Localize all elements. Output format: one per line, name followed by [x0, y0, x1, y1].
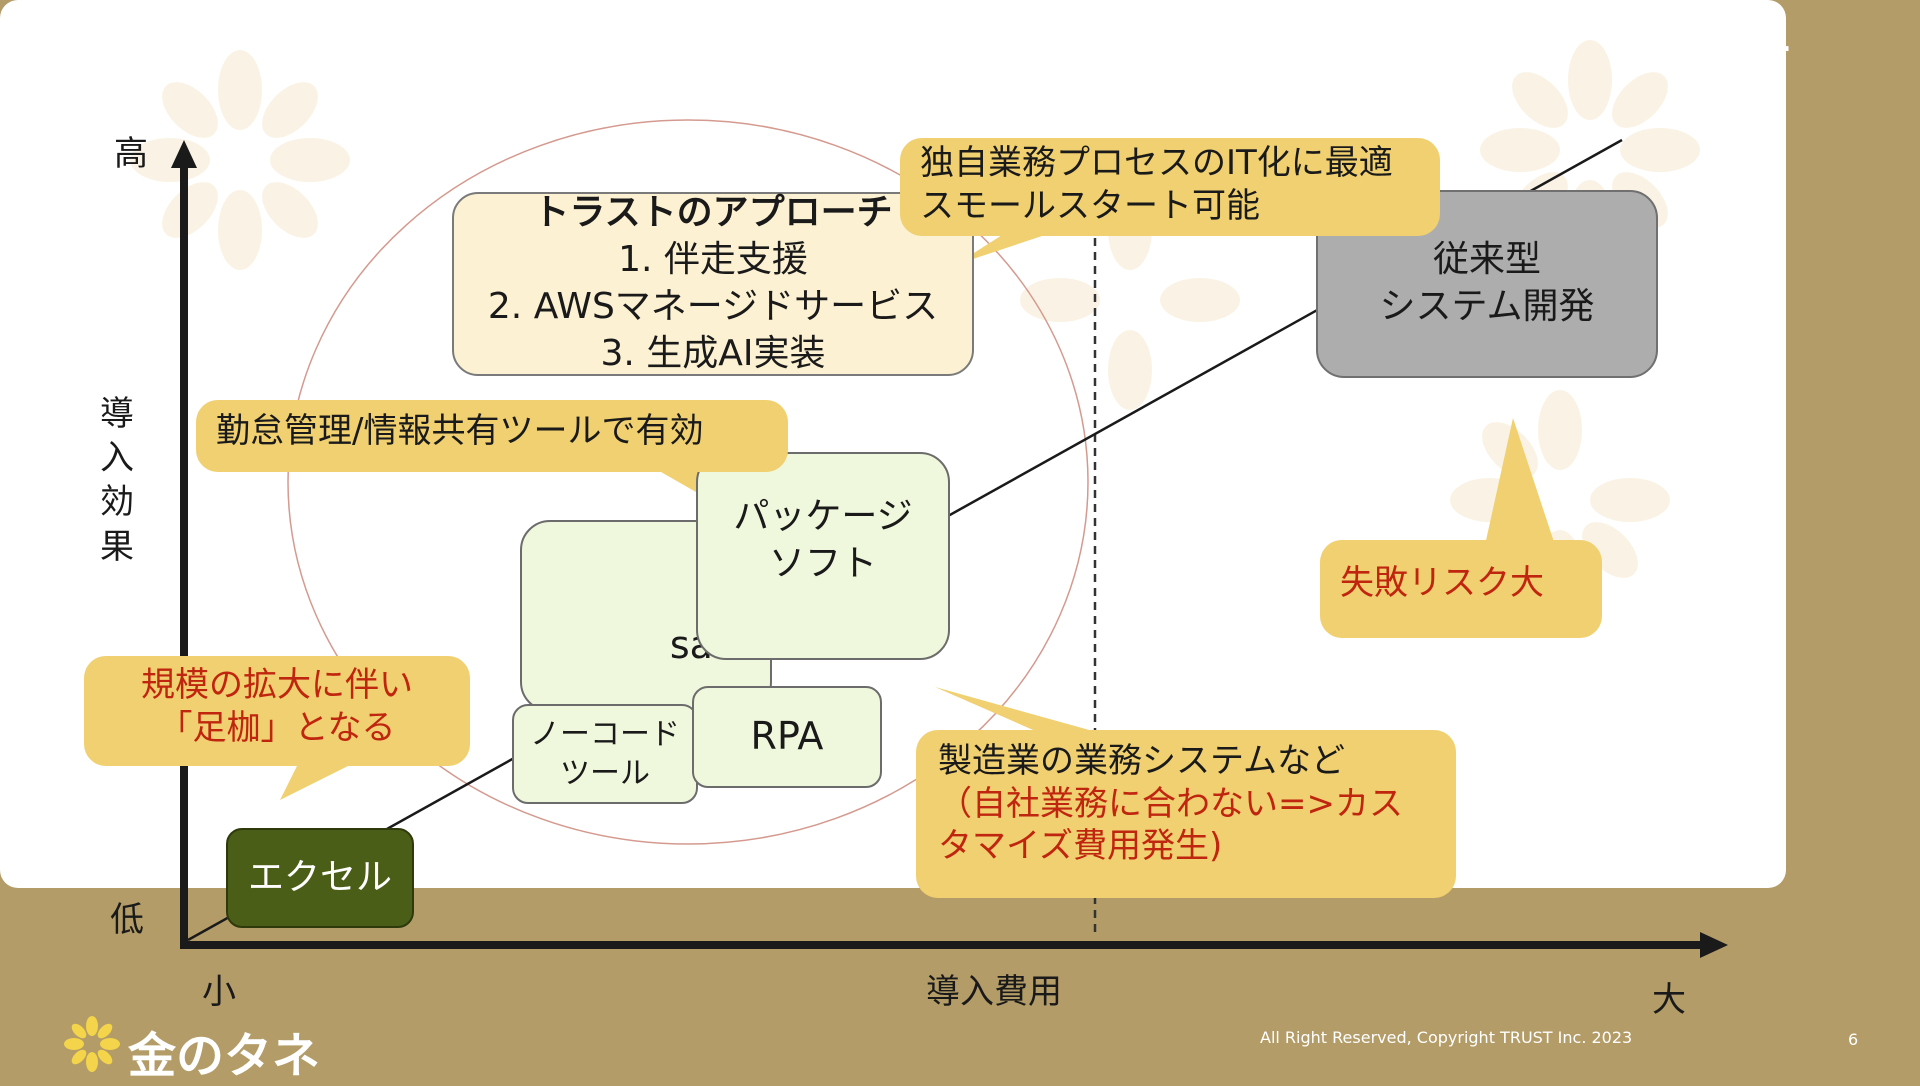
callout-scale-line2: 「足枷」となる — [158, 707, 396, 748]
callout-risk-text: 失敗リスク大 — [1340, 563, 1544, 603]
callout-business-line1: 独自業務プロセスのIT化に最適 — [920, 143, 1393, 183]
legacy-label-line1: 従来型 — [1432, 239, 1541, 281]
rpa-label: RPA — [750, 714, 824, 759]
callout-business-line2: スモールスタート可能 — [920, 185, 1260, 226]
legacy-label-line2: システム開発 — [1379, 286, 1595, 327]
callout-scale-pointer — [280, 760, 360, 800]
callout-manufacturing-line1: 製造業の業務システムなど — [938, 741, 1345, 781]
callout-manufacturing-pointer — [935, 687, 1100, 733]
page-number: 6 — [1848, 1030, 1859, 1049]
y-axis-title: 導入効果 — [100, 394, 134, 567]
approach-scope-ellipse — [287, 119, 1089, 845]
approach-box-title: トラストのアプローチ — [533, 192, 893, 234]
callout-business-pointer — [955, 230, 1060, 265]
y-axis-low-label: 低 — [110, 900, 144, 940]
approach-item-3: 3. 生成AI実装 — [600, 332, 826, 374]
package-software-node: パッケージ ソフト — [696, 452, 950, 660]
y-axis-arrow — [171, 140, 197, 168]
approach-item-1: 1. 伴走支援 — [618, 239, 808, 281]
package-label-line2: ソフト — [768, 543, 877, 584]
callout-business-process: 独自業務プロセスのIT化に最適 スモールスタート可能 — [900, 138, 1440, 236]
rpa-node: RPA — [692, 686, 882, 788]
page-title: トラストのアプローチ — [60, 33, 569, 91]
approach-box: トラストのアプローチ 1. 伴走支援 2. AWSマネージドサービス 3. 生成… — [452, 192, 974, 376]
callout-attendance-text: 勤怠管理/情報共有ツールで有効 — [216, 411, 704, 451]
nocode-tool-node: ノーコード ツール — [512, 704, 698, 804]
x-axis-low-label: 小 — [202, 972, 236, 1012]
callout-scale: 規模の拡大に伴い 「足枷」となる — [84, 656, 470, 766]
callout-manufacturing-line3: タマイズ費用発生) — [938, 826, 1223, 866]
x-axis-high-label: 大 — [1652, 980, 1686, 1020]
nocode-label-line1: ノーコード — [530, 717, 680, 752]
seed-flower-icon — [64, 1016, 120, 1072]
x-axis-title: 導入費用 — [926, 972, 1062, 1012]
callout-manufacturing-line2: （自社業務に合わない=>カス — [938, 783, 1403, 824]
y-axis-high-label: 高 — [114, 134, 148, 174]
callout-attendance: 勤怠管理/情報共有ツールで有効 — [196, 400, 788, 472]
callout-manufacturing: 製造業の業務システムなど （自社業務に合わない=>カス タマイズ費用発生) — [916, 730, 1456, 898]
approach-item-2: 2. AWSマネージドサービス — [487, 286, 939, 327]
footer-logo-text: 金のタネ — [128, 1028, 321, 1084]
excel-node: エクセル — [226, 828, 414, 928]
nocode-label-line2: ツール — [560, 756, 650, 791]
copyright-text: All Right Reserved, Copyright TRUST Inc.… — [1260, 1028, 1633, 1047]
callout-risk-pointer — [1485, 418, 1555, 545]
x-axis-arrow — [1700, 932, 1728, 958]
excel-label: エクセル — [247, 856, 392, 898]
package-label-line1: パッケージ — [733, 496, 913, 538]
callout-risk: 失敗リスク大 — [1320, 540, 1602, 638]
callout-scale-line1: 規模の拡大に伴い — [141, 665, 413, 705]
